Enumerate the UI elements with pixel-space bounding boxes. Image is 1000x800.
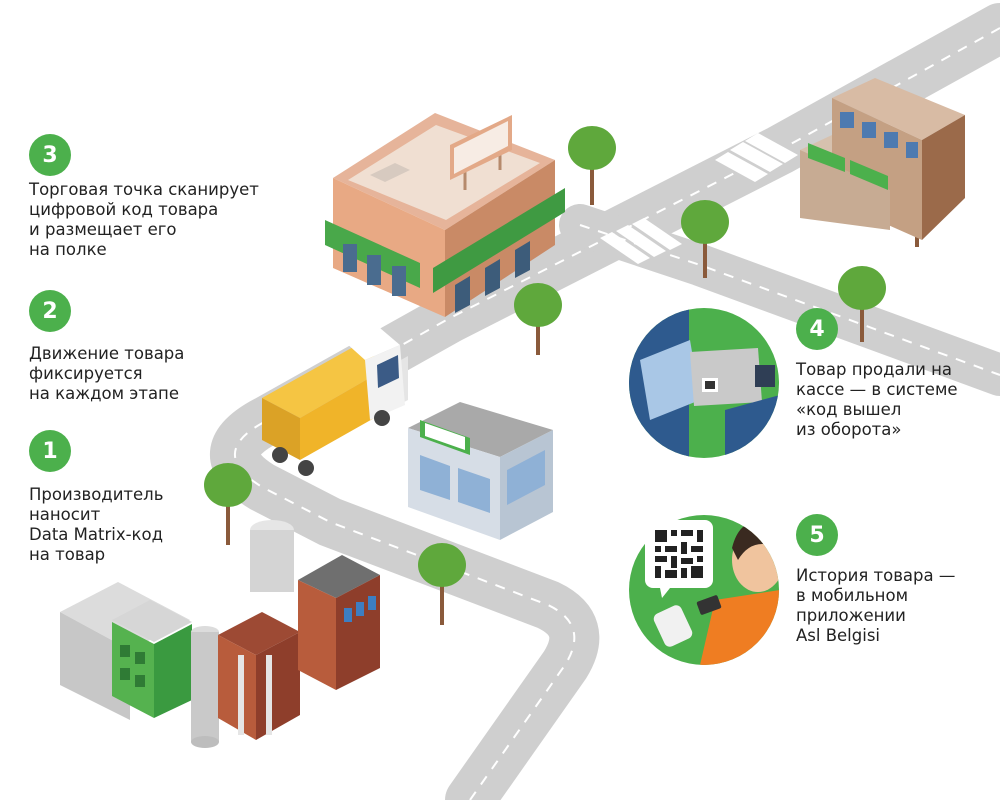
tree — [418, 543, 466, 625]
tree — [838, 266, 886, 342]
checkout-vignette — [629, 308, 779, 458]
step-5-text: История товара — в мобильном приложении … — [796, 566, 956, 645]
office-building — [408, 402, 553, 540]
factory — [60, 520, 380, 748]
tree — [681, 200, 729, 278]
step-3-badge: 3 — [29, 134, 71, 176]
step-4-text: Товар продали на кассе — в системе «код … — [796, 360, 958, 439]
qr-code-icon — [645, 520, 713, 598]
supermarket-sign — [808, 143, 845, 172]
step-1-badge: 1 — [29, 430, 71, 472]
step-5-badge: 5 — [796, 514, 838, 556]
step-2-text: Движение товара фиксируется на каждом эт… — [29, 344, 185, 403]
step-1-text: Производитель наносит Data Matrix-код на… — [29, 485, 164, 564]
road-main-centerline — [233, 27, 1000, 800]
step-4-badge: 4 — [796, 308, 838, 350]
road-network — [210, 3, 1000, 800]
retail-store — [325, 113, 565, 317]
mobile-app-vignette — [629, 515, 779, 665]
tree — [514, 283, 562, 355]
crosswalk-1 — [600, 218, 682, 264]
tree — [568, 126, 616, 205]
crosswalk-2 — [715, 133, 798, 182]
step-3-text: Торговая точка сканирует цифровой код то… — [29, 180, 259, 259]
delivery-truck — [262, 328, 408, 476]
supermarket — [800, 78, 965, 240]
trees — [204, 126, 941, 625]
tree — [204, 463, 252, 545]
step-2-badge: 2 — [29, 290, 71, 332]
